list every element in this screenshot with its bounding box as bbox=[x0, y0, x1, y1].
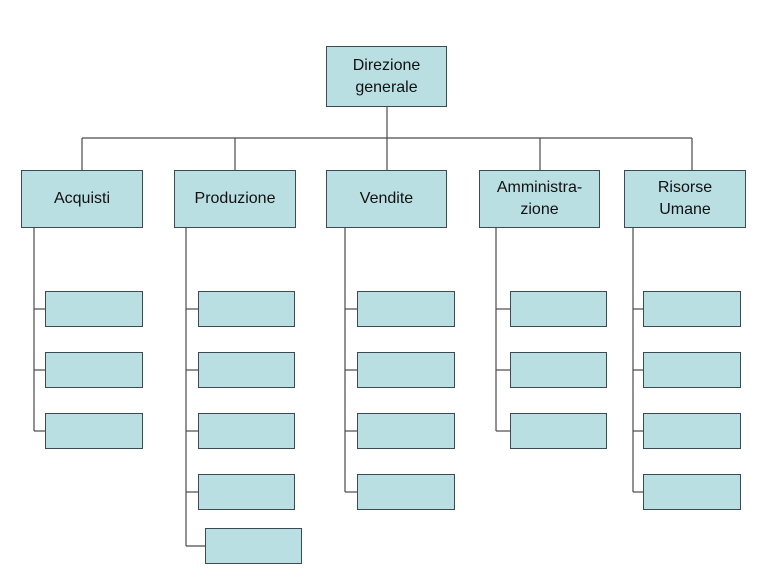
root-box-direzione-generale: Direzione generale bbox=[326, 46, 447, 107]
sub-unit-box bbox=[643, 474, 741, 510]
sub-unit-box bbox=[198, 352, 295, 388]
sub-unit-box bbox=[510, 291, 607, 327]
sub-unit-box bbox=[357, 352, 455, 388]
dept-label: Risorse Umane bbox=[657, 179, 713, 218]
dept-box-risorse-umane: Risorse Umane bbox=[624, 170, 746, 228]
sub-unit-box bbox=[198, 291, 295, 327]
dept-box-acquisti: Acquisti bbox=[21, 170, 143, 228]
dept-box-produzione: Produzione bbox=[174, 170, 296, 228]
sub-unit-box bbox=[510, 352, 607, 388]
sub-unit-box bbox=[45, 291, 143, 327]
dept-box-vendite: Vendite bbox=[326, 170, 447, 228]
sub-unit-box bbox=[357, 413, 455, 449]
sub-unit-box bbox=[198, 474, 295, 510]
sub-unit-box bbox=[45, 352, 143, 388]
sub-unit-box bbox=[643, 291, 741, 327]
dept-label: Produzione bbox=[194, 190, 276, 207]
sub-unit-box bbox=[357, 474, 455, 510]
sub-unit-box bbox=[205, 528, 302, 564]
sub-unit-box bbox=[45, 413, 143, 449]
dept-box-amministrazione: Amministra- zione bbox=[479, 170, 600, 228]
dept-label: Amministra- zione bbox=[496, 179, 583, 218]
sub-unit-box bbox=[510, 413, 607, 449]
sub-unit-box bbox=[357, 291, 455, 327]
dept-label: Vendite bbox=[359, 190, 414, 207]
dept-label: Acquisti bbox=[53, 190, 111, 207]
sub-unit-box bbox=[198, 413, 295, 449]
sub-unit-box bbox=[643, 352, 741, 388]
root-label: Direzione generale bbox=[352, 56, 421, 96]
sub-unit-box bbox=[643, 413, 741, 449]
